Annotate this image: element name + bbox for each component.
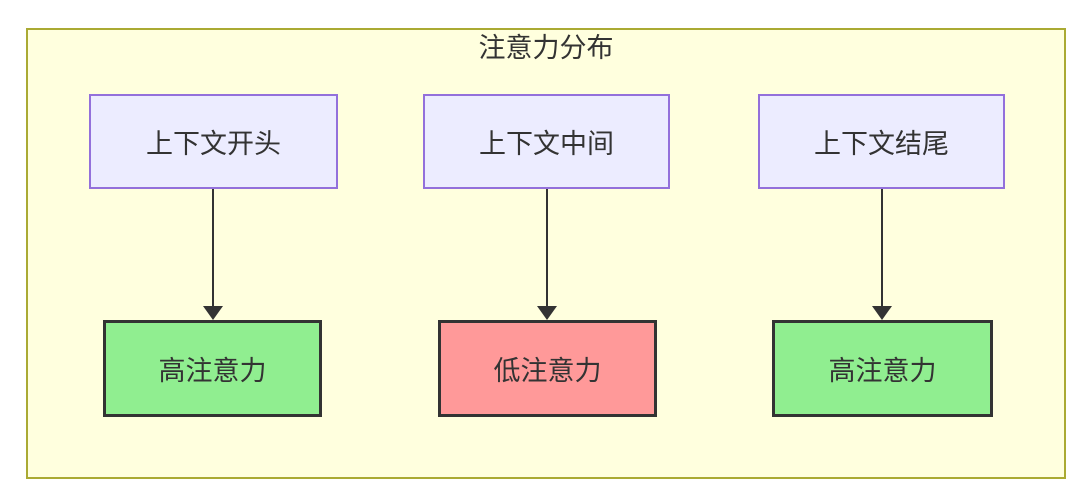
node-high-attention-start: 高注意力 xyxy=(103,320,322,417)
arrow-line xyxy=(212,189,214,307)
node-label: 上下文中间 xyxy=(479,129,614,160)
node-context-start: 上下文开头 xyxy=(89,94,338,189)
node-label: 上下文结尾 xyxy=(814,129,949,160)
node-low-attention-middle: 低注意力 xyxy=(438,320,657,417)
node-label: 高注意力 xyxy=(828,356,937,387)
arrow-line xyxy=(546,189,548,307)
edge-start-to-high xyxy=(203,189,223,320)
node-context-middle: 上下文中间 xyxy=(423,94,670,189)
node-high-attention-end: 高注意力 xyxy=(772,320,993,417)
arrow-down-icon xyxy=(872,306,892,320)
arrow-line xyxy=(881,189,883,307)
arrow-down-icon xyxy=(537,306,557,320)
node-label: 高注意力 xyxy=(158,356,267,387)
node-context-end: 上下文结尾 xyxy=(758,94,1005,189)
arrow-down-icon xyxy=(203,306,223,320)
cluster-title: 注意力分布 xyxy=(478,33,614,64)
edge-middle-to-low xyxy=(537,189,557,320)
edge-end-to-high xyxy=(872,189,892,320)
node-label: 低注意力 xyxy=(493,356,602,387)
node-label: 上下文开头 xyxy=(146,129,281,160)
